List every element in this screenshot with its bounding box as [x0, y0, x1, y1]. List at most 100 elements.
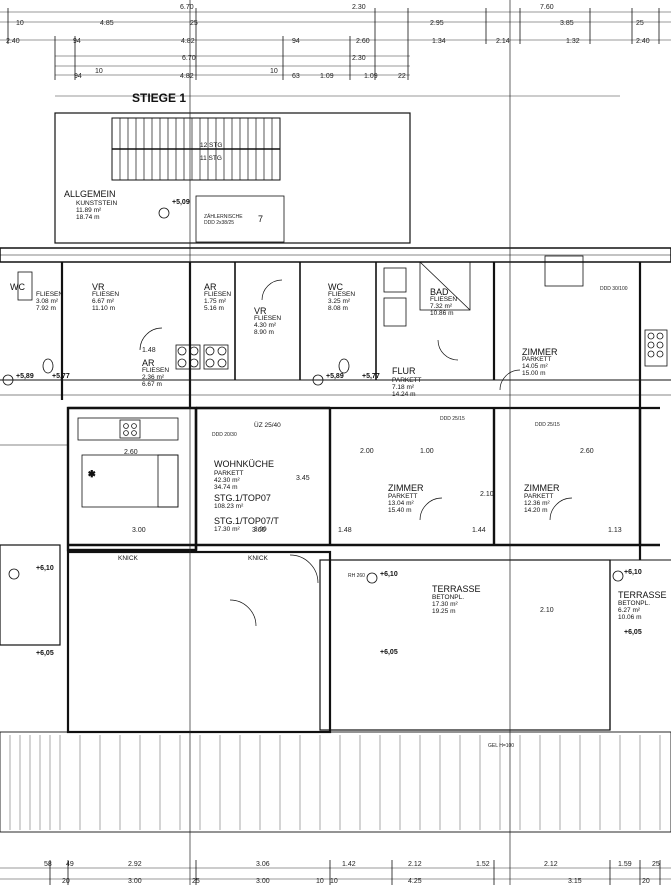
room-perimeter: 5.16 m: [204, 305, 224, 312]
room-area: 1.75 m²: [204, 298, 227, 305]
room-area: 12.36 m²: [524, 500, 550, 507]
knick-label: KNICK: [118, 555, 139, 562]
dim-label: 2.60: [356, 38, 370, 45]
dim-label: 2.12: [408, 861, 422, 868]
stair-marker-icon: [158, 207, 170, 219]
allgemein-floor: KUNSTSTEIN: [76, 200, 117, 207]
dim-label: 63: [292, 73, 300, 80]
dim-label: 25: [190, 20, 198, 27]
kitchen-star-icon: ✱: [88, 469, 96, 479]
room-name: WC: [328, 282, 343, 292]
elevation-value: +6,05: [624, 629, 642, 636]
elevation-value: +6,10: [36, 565, 54, 572]
dim-label: 2.40: [636, 38, 650, 45]
room-floor: BETONPL.: [618, 600, 650, 607]
dim-label: 2.10: [540, 607, 554, 614]
dim-label: 25: [636, 20, 644, 27]
room-perimeter: 7.92 m: [36, 305, 56, 312]
room-area: 7.18 m²: [392, 384, 415, 391]
room-floor: FLIESEN: [430, 296, 457, 303]
room-perimeter: 19.25 m: [432, 608, 456, 615]
allgemein-perim: 18.74 m: [76, 214, 100, 221]
walls: [0, 247, 671, 833]
dim-label: 1.52: [476, 861, 490, 868]
room-floor: FLIESEN: [36, 291, 63, 298]
dim-label: 1.48: [142, 347, 156, 354]
room-floor: PARKETT: [388, 493, 418, 500]
dim-label: 25: [652, 861, 660, 868]
dim-label: 3.00: [128, 878, 142, 885]
room-floor: PARKETT: [392, 377, 422, 384]
room-area: 2.36 m²: [142, 374, 165, 381]
dim-label: 3.00: [256, 878, 270, 885]
dim-label: 22: [398, 73, 406, 80]
elevation-value: +6,10: [624, 569, 642, 576]
elevation-marker: +6,10 +6,05: [366, 571, 398, 656]
room-name: AR: [204, 282, 217, 292]
meter-niche-label: ZÄHLERNISCHE: [204, 213, 243, 220]
dim-label: 3.45: [296, 475, 310, 482]
room-name: WC: [10, 282, 25, 292]
elevation-value: +5,77: [52, 373, 70, 380]
room-labels: WC FLIESEN 3.08 m² 7.92 m VR FLIESEN 6.6…: [10, 282, 667, 621]
elevation-marker: +5,89 +5,77: [312, 373, 380, 386]
dim-label: 3.85: [560, 20, 574, 27]
misc-labels: KNICK KNICK ÜZ 25/40 GEL H=100 RH 260 DD…: [118, 286, 628, 749]
room-zimmer-top-right: ZIMMER PARKETT 14.05 m² 15.00 m: [522, 347, 558, 377]
dim-label: 2.10: [480, 491, 494, 498]
dim-label: 2.60: [124, 449, 138, 456]
kitchen-block: ✱: [77, 417, 179, 508]
room-perimeter: 8.08 m: [328, 305, 348, 312]
room-perimeter: 15.00 m: [522, 370, 546, 377]
knick-label: KNICK: [248, 555, 269, 562]
dim-label: 94: [73, 38, 81, 45]
room-name: VR: [254, 306, 267, 316]
room-name: ZIMMER: [522, 347, 558, 357]
room-name: TERRASSE: [432, 584, 481, 594]
room-name: ZIMMER: [388, 483, 424, 493]
room-vr-left: VR FLIESEN 6.67 m² 11.10 m: [92, 282, 119, 312]
room-vr-mid: VR FLIESEN 4.30 m² 8.90 m: [254, 306, 281, 336]
room-area: 6.27 m²: [618, 607, 641, 614]
dim-label: 4.25: [408, 878, 422, 885]
room-area: 3.25 m²: [328, 298, 351, 305]
dim-label: 4.85: [100, 20, 114, 27]
dim-label: 6.70: [180, 4, 194, 11]
dim-label: 10: [316, 878, 324, 885]
ddd-label: DDD 30/100: [600, 286, 628, 292]
top-dimension-labels: 6.70 2.30 7.60 10 4.85 25 2.95 3.85 25 2…: [6, 4, 650, 80]
room-perimeter: 10.06 m: [618, 614, 642, 621]
room-perimeter: 10.86 m: [430, 310, 454, 317]
dim-label: 10: [16, 20, 24, 27]
room-floor: FLIESEN: [328, 291, 355, 298]
bottom-dimension-chains: [0, 860, 671, 885]
dim-label: 1.00: [420, 448, 434, 455]
stair-steps-lower: 11 STG: [200, 155, 222, 162]
unit-terrace-id: STG.1/TOP07/T: [214, 516, 279, 526]
dim-label: 49: [66, 861, 74, 868]
elevation-target-icon: [366, 572, 378, 584]
dim-label: 1.09: [320, 73, 334, 80]
stair-steps-upper: 12 STG: [200, 142, 222, 149]
dim-label: 1.48: [338, 527, 352, 534]
stair-treads: [112, 118, 280, 180]
room-flur: FLUR PARKETT 7.18 m² 14.24 m: [392, 366, 422, 398]
unit-terrace-area: 17.30 m²: [214, 526, 240, 533]
dim-label: 3.06: [256, 861, 270, 868]
room-floor: FLIESEN: [92, 291, 119, 298]
dim-label: 2.12: [544, 861, 558, 868]
room-wc-left: WC FLIESEN 3.08 m² 7.92 m: [10, 282, 63, 312]
axis-lines: [189, 0, 511, 885]
room-bad: BAD FLIESEN 7.32 m² 10.86 m: [430, 287, 457, 317]
interior-dimensions: 2.60 3.00 3.00 2.00 1.00 2.60 1.48 1.44 …: [124, 347, 622, 614]
dim-label: 1.34: [432, 38, 446, 45]
room-zimmer-right: ZIMMER PARKETT 12.36 m² 14.20 m: [524, 483, 560, 514]
dim-label: 2.92: [128, 861, 142, 868]
elevation-target-icon: [2, 374, 14, 386]
stair-title: STIEGE 1: [132, 91, 186, 105]
dim-label: 1.09: [364, 73, 378, 80]
dim-label: 94: [74, 73, 82, 80]
dim-label: 2.30: [352, 4, 366, 11]
